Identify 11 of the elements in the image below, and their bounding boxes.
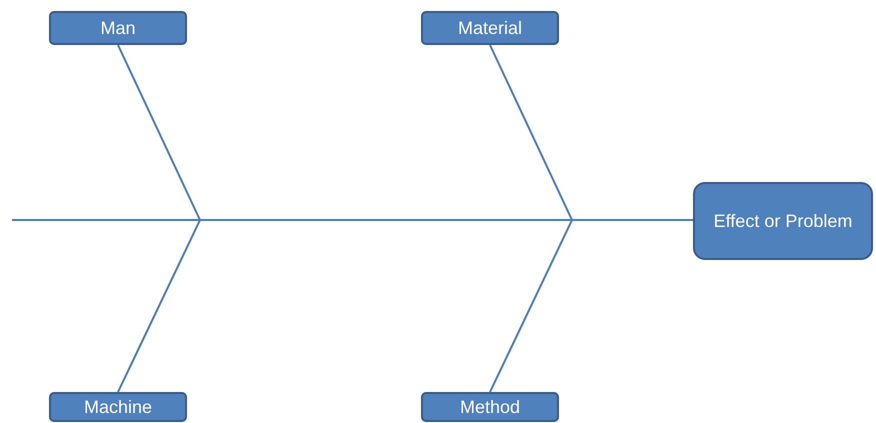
effect-box [693, 182, 873, 260]
cause-box [421, 11, 559, 45]
box-label: Machine [84, 396, 152, 419]
cause-box [49, 392, 187, 422]
box-label: Method [460, 396, 520, 419]
cause-box [49, 11, 187, 45]
cause-box [421, 392, 559, 422]
connector-line [489, 219, 693, 392]
box-label: Man [100, 16, 136, 40]
box-label: Material [458, 16, 522, 40]
box-label: Effect or Problem [714, 210, 852, 233]
